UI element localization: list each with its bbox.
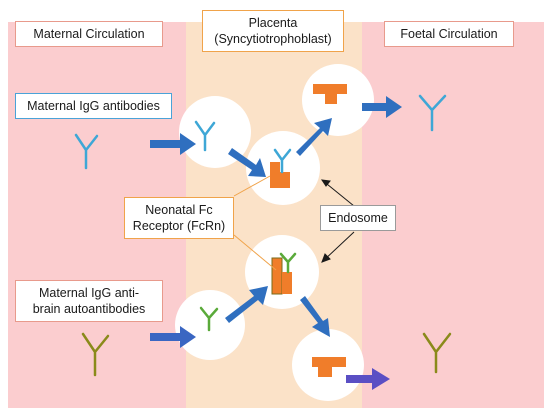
fcrn-pointer-line	[233, 234, 277, 271]
placenta-label: Placenta (Syncytiotrophoblast)	[202, 10, 344, 52]
arrow-icon	[362, 96, 402, 118]
autoantibodies-label: Maternal IgG anti- brain autoantibodies	[15, 280, 163, 322]
fcrn-pointer-line	[233, 175, 271, 197]
foetal-circulation-label: Foetal Circulation	[384, 21, 514, 47]
fcrn-receptor-icon	[271, 252, 297, 295]
maternal-igg-label: Maternal IgG antibodies	[15, 93, 172, 119]
autoantibody-icon	[199, 306, 219, 332]
fcrn-receptor-icon	[312, 357, 346, 377]
arrow-icon	[225, 286, 268, 323]
endosome-circle	[302, 64, 374, 136]
arrow-icon	[300, 296, 330, 337]
endosome-pointer-head	[320, 179, 331, 187]
arrow-icon	[228, 148, 266, 177]
autoantibody-icon	[81, 332, 110, 377]
fcrn-label: Neonatal Fc Receptor (FcRn)	[124, 197, 234, 239]
fcrn-receptor-icon	[270, 148, 292, 188]
igg-antibody-icon	[418, 94, 447, 132]
arrow-icon	[150, 133, 196, 155]
igg-antibody-icon	[74, 133, 99, 170]
autoantibody-icon	[422, 332, 452, 374]
igg-antibody-icon	[194, 120, 216, 152]
endosome-pointer-head	[321, 253, 331, 263]
fcrn-receptor-icon	[313, 84, 347, 104]
arrow-icon	[296, 118, 332, 156]
endosome-label: Endosome	[320, 205, 396, 231]
maternal-circulation-label: Maternal Circulation	[15, 21, 163, 47]
arrow-icon	[346, 368, 390, 390]
arrow-icon	[150, 326, 196, 348]
